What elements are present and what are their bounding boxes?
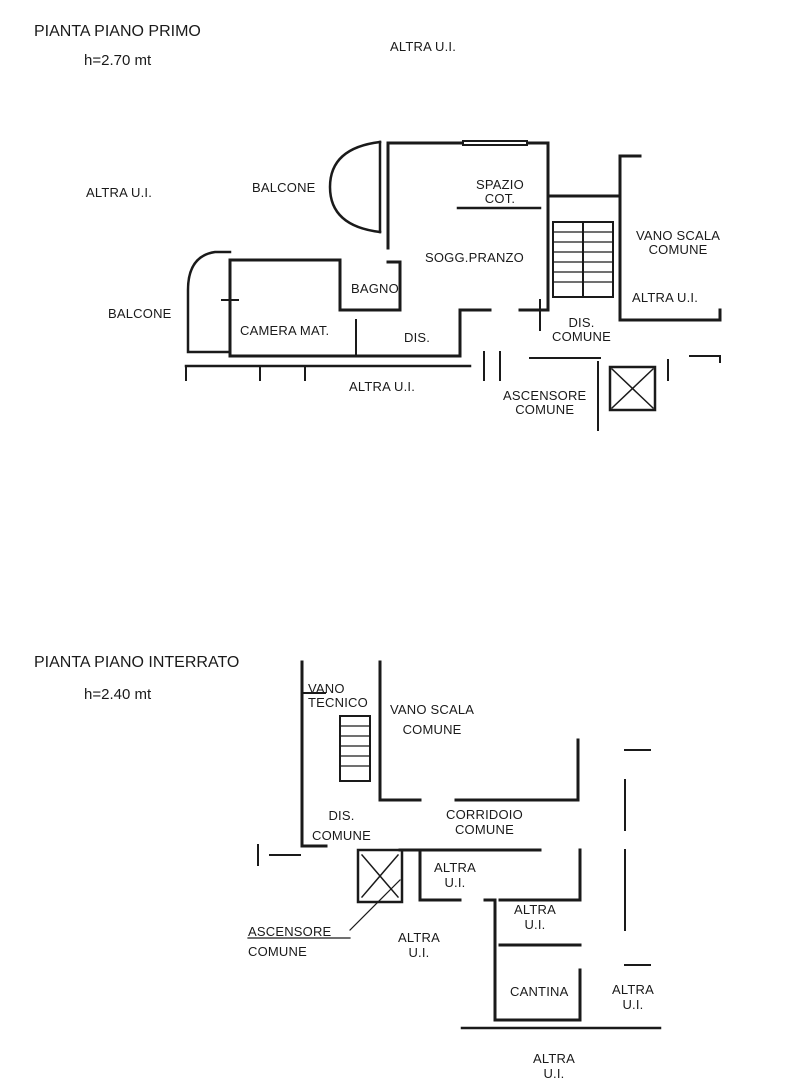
basement-elevator (356, 848, 404, 904)
label-altra-right: ALTRA U.I. (632, 290, 699, 305)
balcone-upper-arc (328, 140, 382, 234)
ascensore-shaft (608, 365, 657, 412)
label-b-altra-4: ALTRA U.I. (612, 982, 654, 1012)
label-b-altra-3: ALTRA U.I. (398, 930, 440, 960)
camera-walls (228, 258, 362, 358)
label-b-altra-bottom: ALTRA U.I. (533, 1051, 575, 1081)
basement-title: PIANTA PIANO INTERRATO (34, 654, 240, 671)
label-vano-tecnico: VANO TECNICO (308, 681, 368, 710)
label-b-dis-comune: DIS. COMUNE (312, 808, 371, 843)
label-spazio-cot: SPAZIO COT. (476, 177, 524, 206)
label-b-altra-2: ALTRA U.I. (514, 902, 556, 932)
stair-core-walls (546, 194, 722, 322)
label-ascensore: ASCENSORE COMUNE (503, 388, 587, 417)
label-b-vano-scala: VANO SCALA COMUNE (390, 702, 475, 737)
label-altra-top: ALTRA U.I. (390, 39, 457, 54)
label-cantina: CANTINA (510, 984, 569, 999)
label-corridoio: CORRIDOIO COMUNE (446, 807, 523, 837)
label-altra-bottom: ALTRA U.I. (349, 379, 416, 394)
vano-tecnico-walls (300, 660, 328, 848)
label-dis-comune: DIS. COMUNE (552, 315, 611, 344)
balcone-lower-arc (186, 250, 232, 354)
label-dis: DIS. (404, 330, 431, 345)
label-balcone-upper: BALCONE (252, 180, 316, 195)
label-altra-left: ALTRA U.I. (86, 185, 153, 200)
label-sogg-pranzo: SOGG.PRANZO (425, 250, 524, 265)
basement-walls (247, 660, 662, 1030)
soggiorno-walls (386, 141, 550, 312)
label-camera-mat: CAMERA MAT. (240, 323, 330, 338)
label-balcone-lower: BALCONE (108, 306, 172, 321)
label-bagno: BAGNO (351, 281, 399, 296)
label-vano-scala: VANO SCALA COMUNE (636, 228, 721, 257)
first-floor-title: PIANTA PIANO PRIMO (34, 23, 201, 40)
label-b-ascensore: ASCENSORE COMUNE (248, 924, 332, 959)
label-b-altra-1: ALTRA U.I. (434, 860, 476, 890)
basement-stair (339, 715, 371, 782)
first-floor-walls (184, 140, 722, 431)
first-floor-height: h=2.70 mt (84, 52, 152, 69)
basement-height: h=2.40 mt (84, 686, 152, 703)
